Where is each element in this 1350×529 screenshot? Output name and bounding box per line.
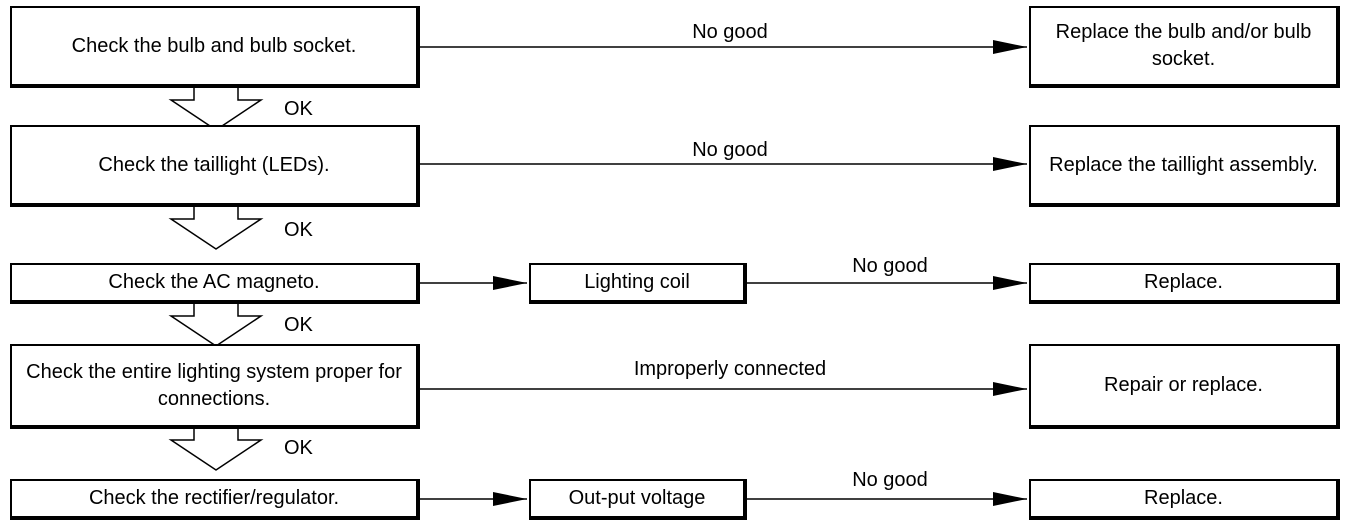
sub-check-box-lighting-coil: Lighting coil xyxy=(529,263,747,304)
result-label-no-good-2: No good xyxy=(692,139,768,161)
check-box-rectifier-regulator: Check the rectifier/regulator. xyxy=(10,479,420,520)
action-box-replace-rectifier: Replace. xyxy=(1029,479,1340,520)
ok-label-2: OK xyxy=(284,219,313,241)
check-box-ac-magneto: Check the AC magneto. xyxy=(10,263,420,304)
ok-label-1: OK xyxy=(284,98,313,120)
ok-arrow-1 xyxy=(168,83,264,131)
sub-check-box-output-voltage: Out-put voltage xyxy=(529,479,747,520)
ok-label-3: OK xyxy=(284,314,313,336)
action-box-replace-taillight: Replace the taillight assembly. xyxy=(1029,125,1340,207)
result-label-no-good-5: No good xyxy=(852,469,928,491)
check-box-lighting-connections: Check the entire lighting system proper … xyxy=(10,344,420,429)
action-box-repair-replace: Repair or replace. xyxy=(1029,344,1340,429)
check-box-bulb-socket: Check the bulb and bulb socket. xyxy=(10,6,420,88)
check-box-taillight: Check the taillight (LEDs). xyxy=(10,125,420,207)
action-box-replace-bulb: Replace the bulb and/or bulb socket. xyxy=(1029,6,1340,88)
ok-arrow-3 xyxy=(168,299,264,347)
ok-arrow-4 xyxy=(168,423,264,471)
result-label-improperly-connected: Improperly connected xyxy=(633,358,827,380)
action-box-replace-magneto: Replace. xyxy=(1029,263,1340,304)
ok-arrow-2 xyxy=(168,202,264,250)
result-label-no-good-3: No good xyxy=(852,255,928,277)
result-label-no-good-1: No good xyxy=(692,21,768,43)
ok-label-4: OK xyxy=(284,437,313,459)
